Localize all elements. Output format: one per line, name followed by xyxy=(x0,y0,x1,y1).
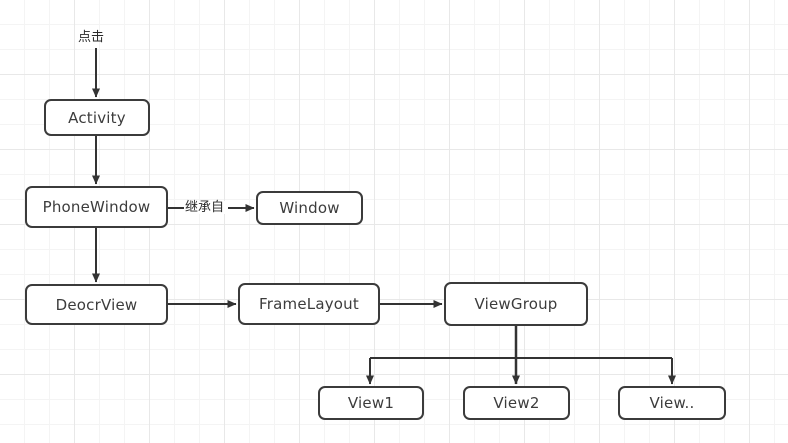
node-framelayout-label: FrameLayout xyxy=(259,295,359,313)
node-activity[interactable]: Activity xyxy=(44,99,150,136)
node-framelayout[interactable]: FrameLayout xyxy=(238,283,380,325)
node-phonewindow-label: PhoneWindow xyxy=(42,198,151,216)
node-view1[interactable]: View1 xyxy=(318,386,424,420)
node-view-n[interactable]: View.. xyxy=(618,386,726,420)
node-view2-label: View2 xyxy=(493,394,540,412)
node-activity-label: Activity xyxy=(68,108,126,127)
node-phonewindow[interactable]: PhoneWindow xyxy=(25,186,168,228)
node-view1-label: View1 xyxy=(347,394,395,412)
node-window-label: Window xyxy=(279,199,340,217)
node-deocrview-label: DeocrView xyxy=(55,295,138,314)
node-view2[interactable]: View2 xyxy=(463,386,570,420)
node-deocrview[interactable]: DeocrView xyxy=(25,284,168,325)
node-view-n-label: View.. xyxy=(649,394,695,412)
edge-viewgroup-to-views xyxy=(366,326,676,385)
label-click: 点击 xyxy=(78,30,105,45)
node-window[interactable]: Window xyxy=(256,191,363,225)
label-extends-from: 继承自 xyxy=(184,200,226,215)
node-viewgroup[interactable]: ViewGroup xyxy=(444,282,588,326)
node-viewgroup-label: ViewGroup xyxy=(474,295,558,313)
